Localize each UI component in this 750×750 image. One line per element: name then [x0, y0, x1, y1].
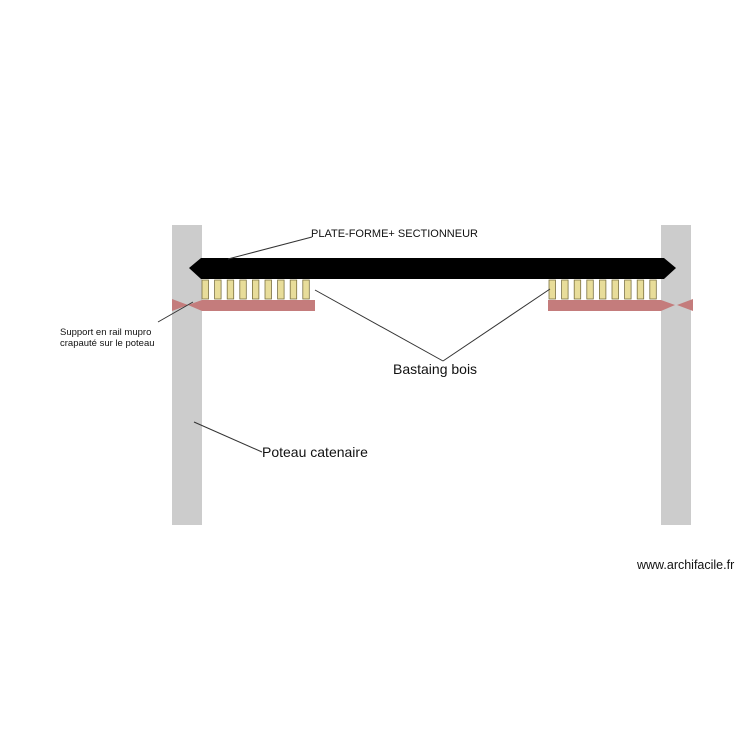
- support-label-line1: Support en rail mupro: [60, 327, 151, 338]
- right-bastaing-group: [548, 279, 657, 300]
- left-bastaing-slat: [201, 279, 209, 300]
- left-bastaing-slat: [302, 279, 310, 300]
- right-bastaing-slat: [586, 279, 594, 300]
- support-leader-line: [157, 301, 194, 323]
- right-bastaing-slat: [611, 279, 619, 300]
- left-bastaing-slat: [264, 279, 272, 300]
- left-rail-support: [172, 299, 315, 311]
- left-bastaing-slat: [239, 279, 247, 300]
- left-bastaing-slat: [289, 279, 298, 300]
- right-rail-support: [548, 299, 693, 311]
- right-bastaing-slat: [636, 279, 645, 300]
- right-bastaing-slat: [573, 279, 582, 300]
- right-bastaing-slat: [561, 279, 569, 300]
- platform-label: PLATE-FORME+ SECTIONNEUR: [311, 228, 478, 240]
- support-label-line2: crapauté sur le poteau: [60, 338, 155, 349]
- platform-sectionneur: [189, 258, 676, 279]
- right-bastaing-slat: [624, 279, 632, 300]
- left-bastaing-slat: [251, 279, 260, 300]
- platform-leader-line: [227, 236, 313, 260]
- bastaing-leader-right: [442, 288, 551, 362]
- left-rail-body: [188, 300, 315, 311]
- left-bastaing-slat: [214, 279, 222, 300]
- bastaing-leader-left: [314, 289, 444, 362]
- poteau-label: Poteau catenaire: [262, 444, 368, 460]
- right-rail-clamp-outer: [677, 299, 693, 311]
- watermark: www.archifacile.fr: [637, 558, 735, 572]
- left-rail-clamp-outer: [172, 299, 188, 311]
- bastaing-label: Bastaing bois: [393, 361, 477, 377]
- right-bastaing-slat: [599, 279, 607, 300]
- left-bastaing-slat: [226, 279, 235, 300]
- poteau-leader-line: [193, 421, 263, 453]
- left-bastaing-group: [201, 279, 310, 300]
- left-bastaing-slat: [277, 279, 285, 300]
- right-rail-body: [548, 300, 675, 311]
- right-bastaing-slat: [649, 279, 657, 300]
